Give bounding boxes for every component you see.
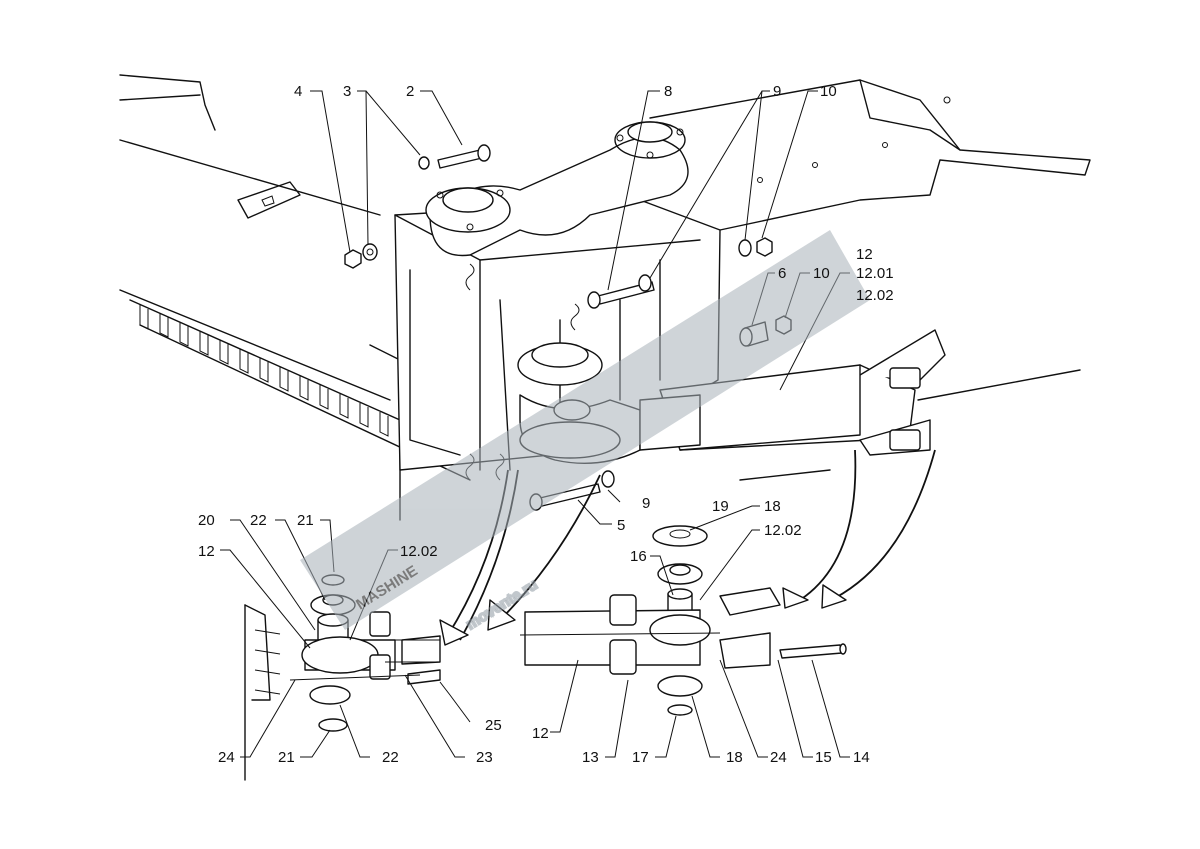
exploded-view-right	[519, 525, 847, 716]
callout-3: 3	[343, 83, 351, 100]
callout-4: 4	[294, 83, 302, 100]
callout-9-top: 9	[773, 83, 781, 100]
watermark-band	[300, 230, 870, 630]
callout-14: 14	[853, 749, 870, 766]
callout-9-mid: 9	[642, 495, 650, 512]
callout-25: 25	[485, 717, 502, 734]
callout-18-top: 18	[764, 498, 781, 515]
callout-12-top: 12	[856, 246, 873, 263]
callout-18-bottom: 18	[726, 749, 743, 766]
callout-24-left: 24	[218, 749, 235, 766]
callout-24-right: 24	[770, 749, 787, 766]
callout-2: 2	[406, 83, 414, 100]
callout-8: 8	[664, 83, 672, 100]
callout-23: 23	[476, 749, 493, 766]
callout-15: 15	[815, 749, 832, 766]
callout-12-02-top: 12.02	[856, 287, 894, 304]
callout-5: 5	[617, 517, 625, 534]
callout-10-top: 10	[820, 83, 837, 100]
callout-12-02-left: 12.02	[400, 543, 438, 560]
callout-12-bottom: 12	[532, 725, 549, 742]
callout-10-mid: 10	[813, 265, 830, 282]
callout-19: 19	[712, 498, 729, 515]
callout-6: 6	[778, 265, 786, 282]
callout-22-bottom: 22	[382, 749, 399, 766]
callout-labels: 4 3 2 8 9 10 6 10 12 12.01 12.02 9 5 19 …	[198, 83, 894, 766]
callout-12-left: 12	[198, 543, 215, 560]
callout-21-top: 21	[297, 512, 314, 529]
callout-12-01: 12.01	[856, 265, 894, 282]
callout-13: 13	[582, 749, 599, 766]
callout-12-02-right: 12.02	[764, 522, 802, 539]
callout-16: 16	[630, 548, 647, 565]
direction-arrows	[439, 449, 936, 646]
leader-lines	[220, 90, 850, 758]
callout-17: 17	[632, 749, 649, 766]
callout-20: 20	[198, 512, 215, 529]
callout-21-bottom: 21	[278, 749, 295, 766]
exploded-view-left	[244, 574, 441, 781]
callout-22-top: 22	[250, 512, 267, 529]
